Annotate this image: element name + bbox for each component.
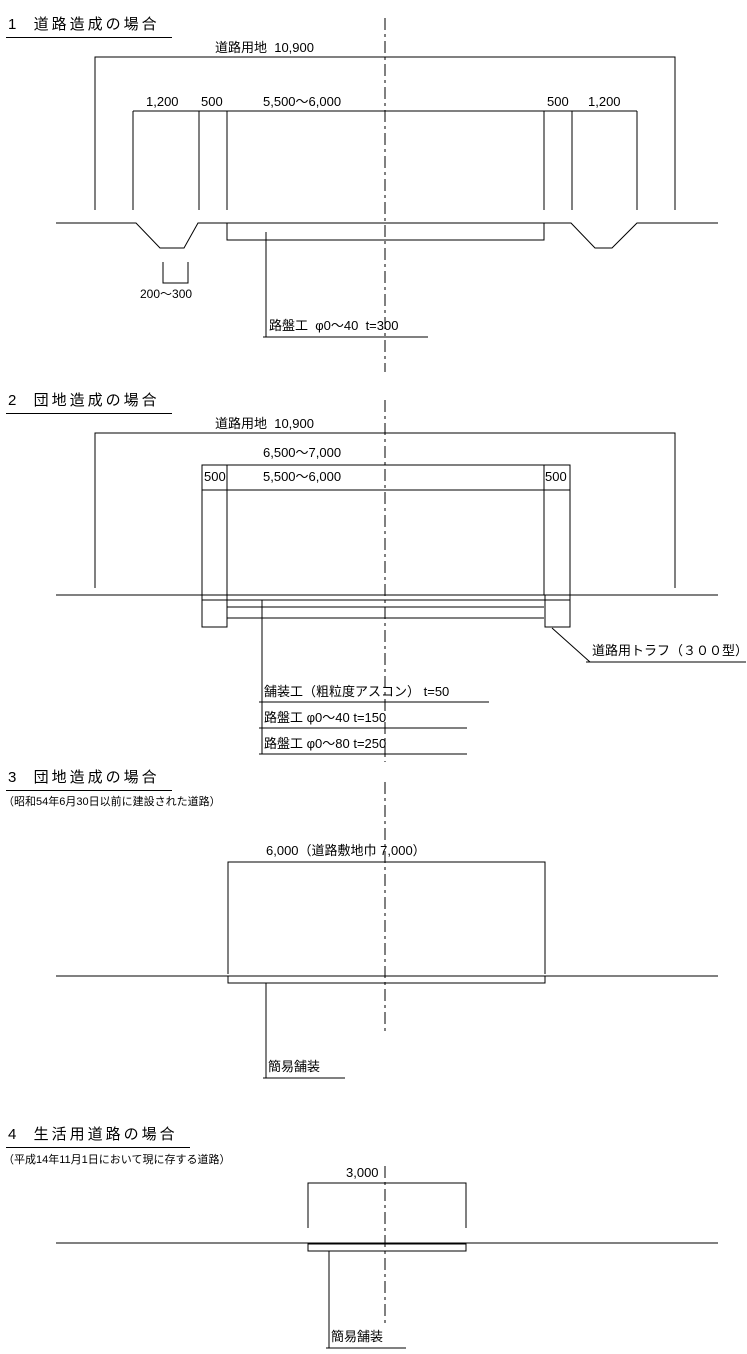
dim-left-2: 500 [204,469,226,484]
dim-total-2: 6,500～7,000 [263,445,342,460]
section-2-title: 2 団地造成の場合 [6,389,172,414]
land-dim-bracket-1 [94,56,676,210]
dim-right-gutter-1: 500 [547,94,569,109]
section-3-lines [56,782,718,1079]
ditch-depth-label-1: 200～300 [140,287,193,301]
section-3-title: 3 団地造成の場合 [6,766,172,791]
ditch-depth-bracket-1 [162,262,189,284]
dim-label-4: 3,000 [346,1165,379,1180]
surface-course-label-2: 舗装工（粗粒度アスコン） t=50 [264,684,450,699]
dim-bracket-3 [227,861,546,974]
simple-pavement-label-4: 簡易舗装 [331,1329,384,1344]
simple-pavement-label-3: 簡易舗装 [268,1059,321,1074]
dim-left-shoulder-1: 1,200 [146,94,179,109]
dim-left-gutter-1: 500 [201,94,223,109]
section-1-lines [56,18,718,372]
dim-roadway-2: 5,500～6,000 [263,469,342,484]
section-4-note: （平成14年11月1日において現に存する道路） [3,1154,231,1166]
section-2-lines [56,400,746,762]
base-course2-label-2: 路盤工 φ0～80 t=250 [264,736,387,751]
section-4-title: 4 生活用道路の場合 [6,1123,190,1148]
dim-right-2: 500 [545,469,567,484]
pavement-rect-3 [227,975,546,984]
dim-label-3: 6,000（道路敷地巾 7,000） [266,843,426,858]
land-dim-bracket-2 [94,432,676,588]
base-course1-label-2: 路盤工 φ0～40 t=150 [264,710,387,725]
section-4-lines [56,1166,718,1349]
trough-label-2: 道路用トラフ（３００型） [592,643,747,658]
dim-bracket-4 [307,1182,467,1228]
land-width-label-1: 道路用地 10,900 [215,40,314,55]
leader-trough-2 [551,627,591,663]
dim-roadway-1: 5,500～6,000 [263,94,342,109]
pavement-rect-4 [307,1243,467,1252]
land-width-label-2: 道路用地 10,900 [215,416,314,431]
base-course-label-1: 路盤工 φ0～40 t=300 [269,318,399,333]
dim-box-2 [201,464,571,491]
section-3-note: （昭和54年6月30日以前に建設された道路） [3,796,221,808]
ground-line-1 [56,222,718,249]
trough-right-2 [544,594,571,628]
trough-left-2 [201,594,228,628]
dim-right-shoulder-1: 1,200 [588,94,621,109]
pavement-rect-1 [226,222,545,241]
section-1-title: 1 道路造成の場合 [6,13,172,38]
